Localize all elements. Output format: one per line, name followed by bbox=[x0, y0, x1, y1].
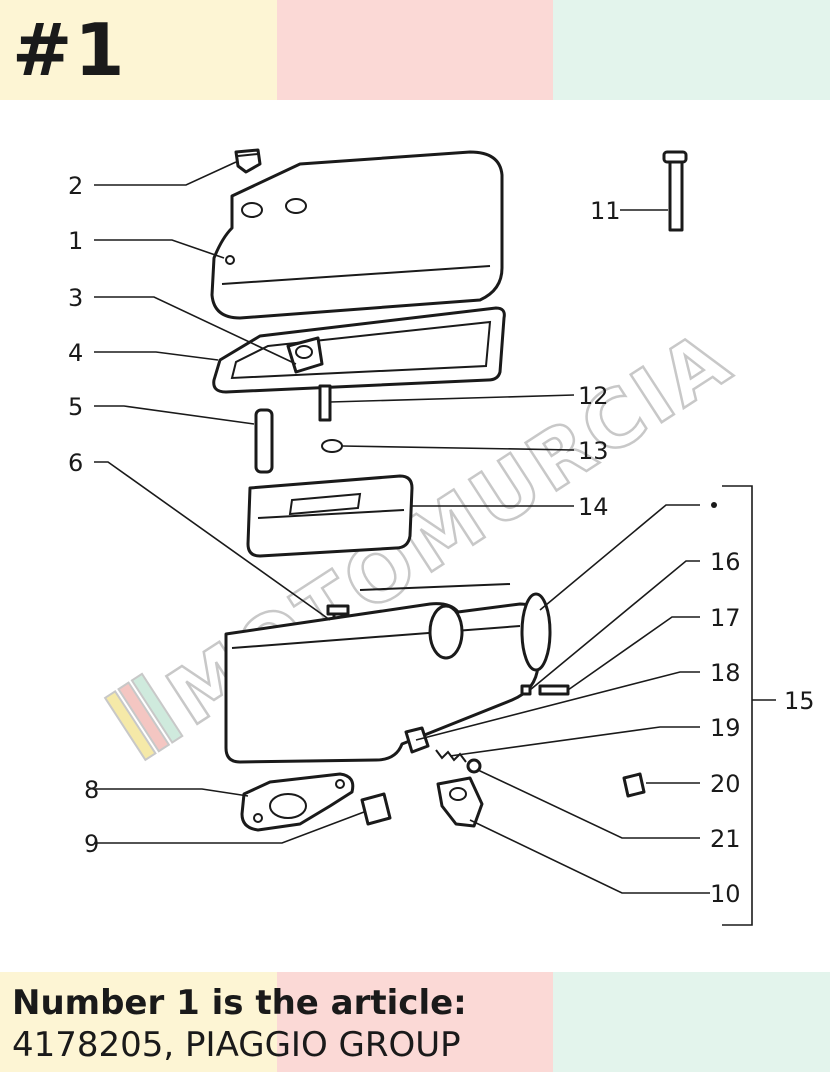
callout-21: 21 bbox=[710, 825, 741, 853]
part-21-ball bbox=[466, 758, 482, 774]
callout-8: 8 bbox=[84, 776, 99, 804]
callout-19: 19 bbox=[710, 714, 741, 742]
part-16-nut bbox=[520, 684, 532, 696]
callout-14: 14 bbox=[578, 493, 609, 521]
callout-5: 5 bbox=[68, 393, 83, 421]
callout-1: 1 bbox=[68, 227, 83, 255]
callout-11: 11 bbox=[590, 197, 621, 225]
part-11-bolt bbox=[662, 150, 688, 232]
part-17-screw bbox=[538, 684, 570, 696]
band-yellow bbox=[0, 0, 277, 100]
callout-2: 2 bbox=[68, 172, 83, 200]
part-4-gasket bbox=[212, 306, 506, 394]
reference-number-title: #1 bbox=[12, 8, 127, 92]
callout-18: 18 bbox=[710, 659, 741, 687]
callout-20: 20 bbox=[710, 770, 741, 798]
callout-13: 13 bbox=[578, 437, 609, 465]
callout-9: 9 bbox=[84, 830, 99, 858]
part-2-cap bbox=[234, 148, 262, 174]
callout-labels: 2 1 3 4 5 6 8 9 10 11 12 13 14 15 16 17 … bbox=[68, 172, 815, 908]
part-20-nut bbox=[622, 772, 646, 798]
band-yellow bbox=[0, 972, 277, 1072]
band-pink bbox=[277, 0, 553, 100]
part-12-stud bbox=[318, 384, 332, 422]
exploded-parts-diagram: MOTOMURCIA bbox=[68, 148, 815, 926]
callout-17: 17 bbox=[710, 604, 741, 632]
part-13-clip bbox=[321, 439, 343, 453]
callout-15: 15 bbox=[784, 687, 815, 715]
part-1-filter-cover bbox=[210, 150, 504, 320]
callout-6: 6 bbox=[68, 449, 83, 477]
part-3-spacer bbox=[286, 336, 324, 374]
watermark-stripe-yellow bbox=[103, 689, 157, 762]
watermark-stripe-mint bbox=[130, 672, 184, 744]
part-5-pin bbox=[254, 408, 274, 474]
part-10-valve bbox=[436, 776, 484, 828]
caption-article-number: 4178205, PIAGGIO GROUP bbox=[12, 1025, 461, 1065]
leader-lines bbox=[94, 161, 776, 926]
callout-10: 10 bbox=[710, 880, 741, 908]
callout-12: 12 bbox=[578, 382, 609, 410]
band-mint bbox=[553, 0, 830, 100]
part-8-flange-gasket bbox=[240, 772, 355, 832]
caption-heading: Number 1 is the article: bbox=[12, 983, 467, 1023]
header-color-band bbox=[0, 0, 830, 100]
callout-16: 16 bbox=[710, 548, 741, 576]
footer-color-band bbox=[0, 972, 830, 1072]
watermark-stripe-pink bbox=[117, 681, 171, 753]
callout-4: 4 bbox=[68, 339, 83, 367]
band-mint bbox=[553, 972, 830, 1072]
part-9-bush bbox=[360, 792, 392, 826]
band-pink bbox=[277, 972, 553, 1072]
part-14-filter-element bbox=[246, 474, 414, 558]
callout-3: 3 bbox=[68, 284, 83, 312]
